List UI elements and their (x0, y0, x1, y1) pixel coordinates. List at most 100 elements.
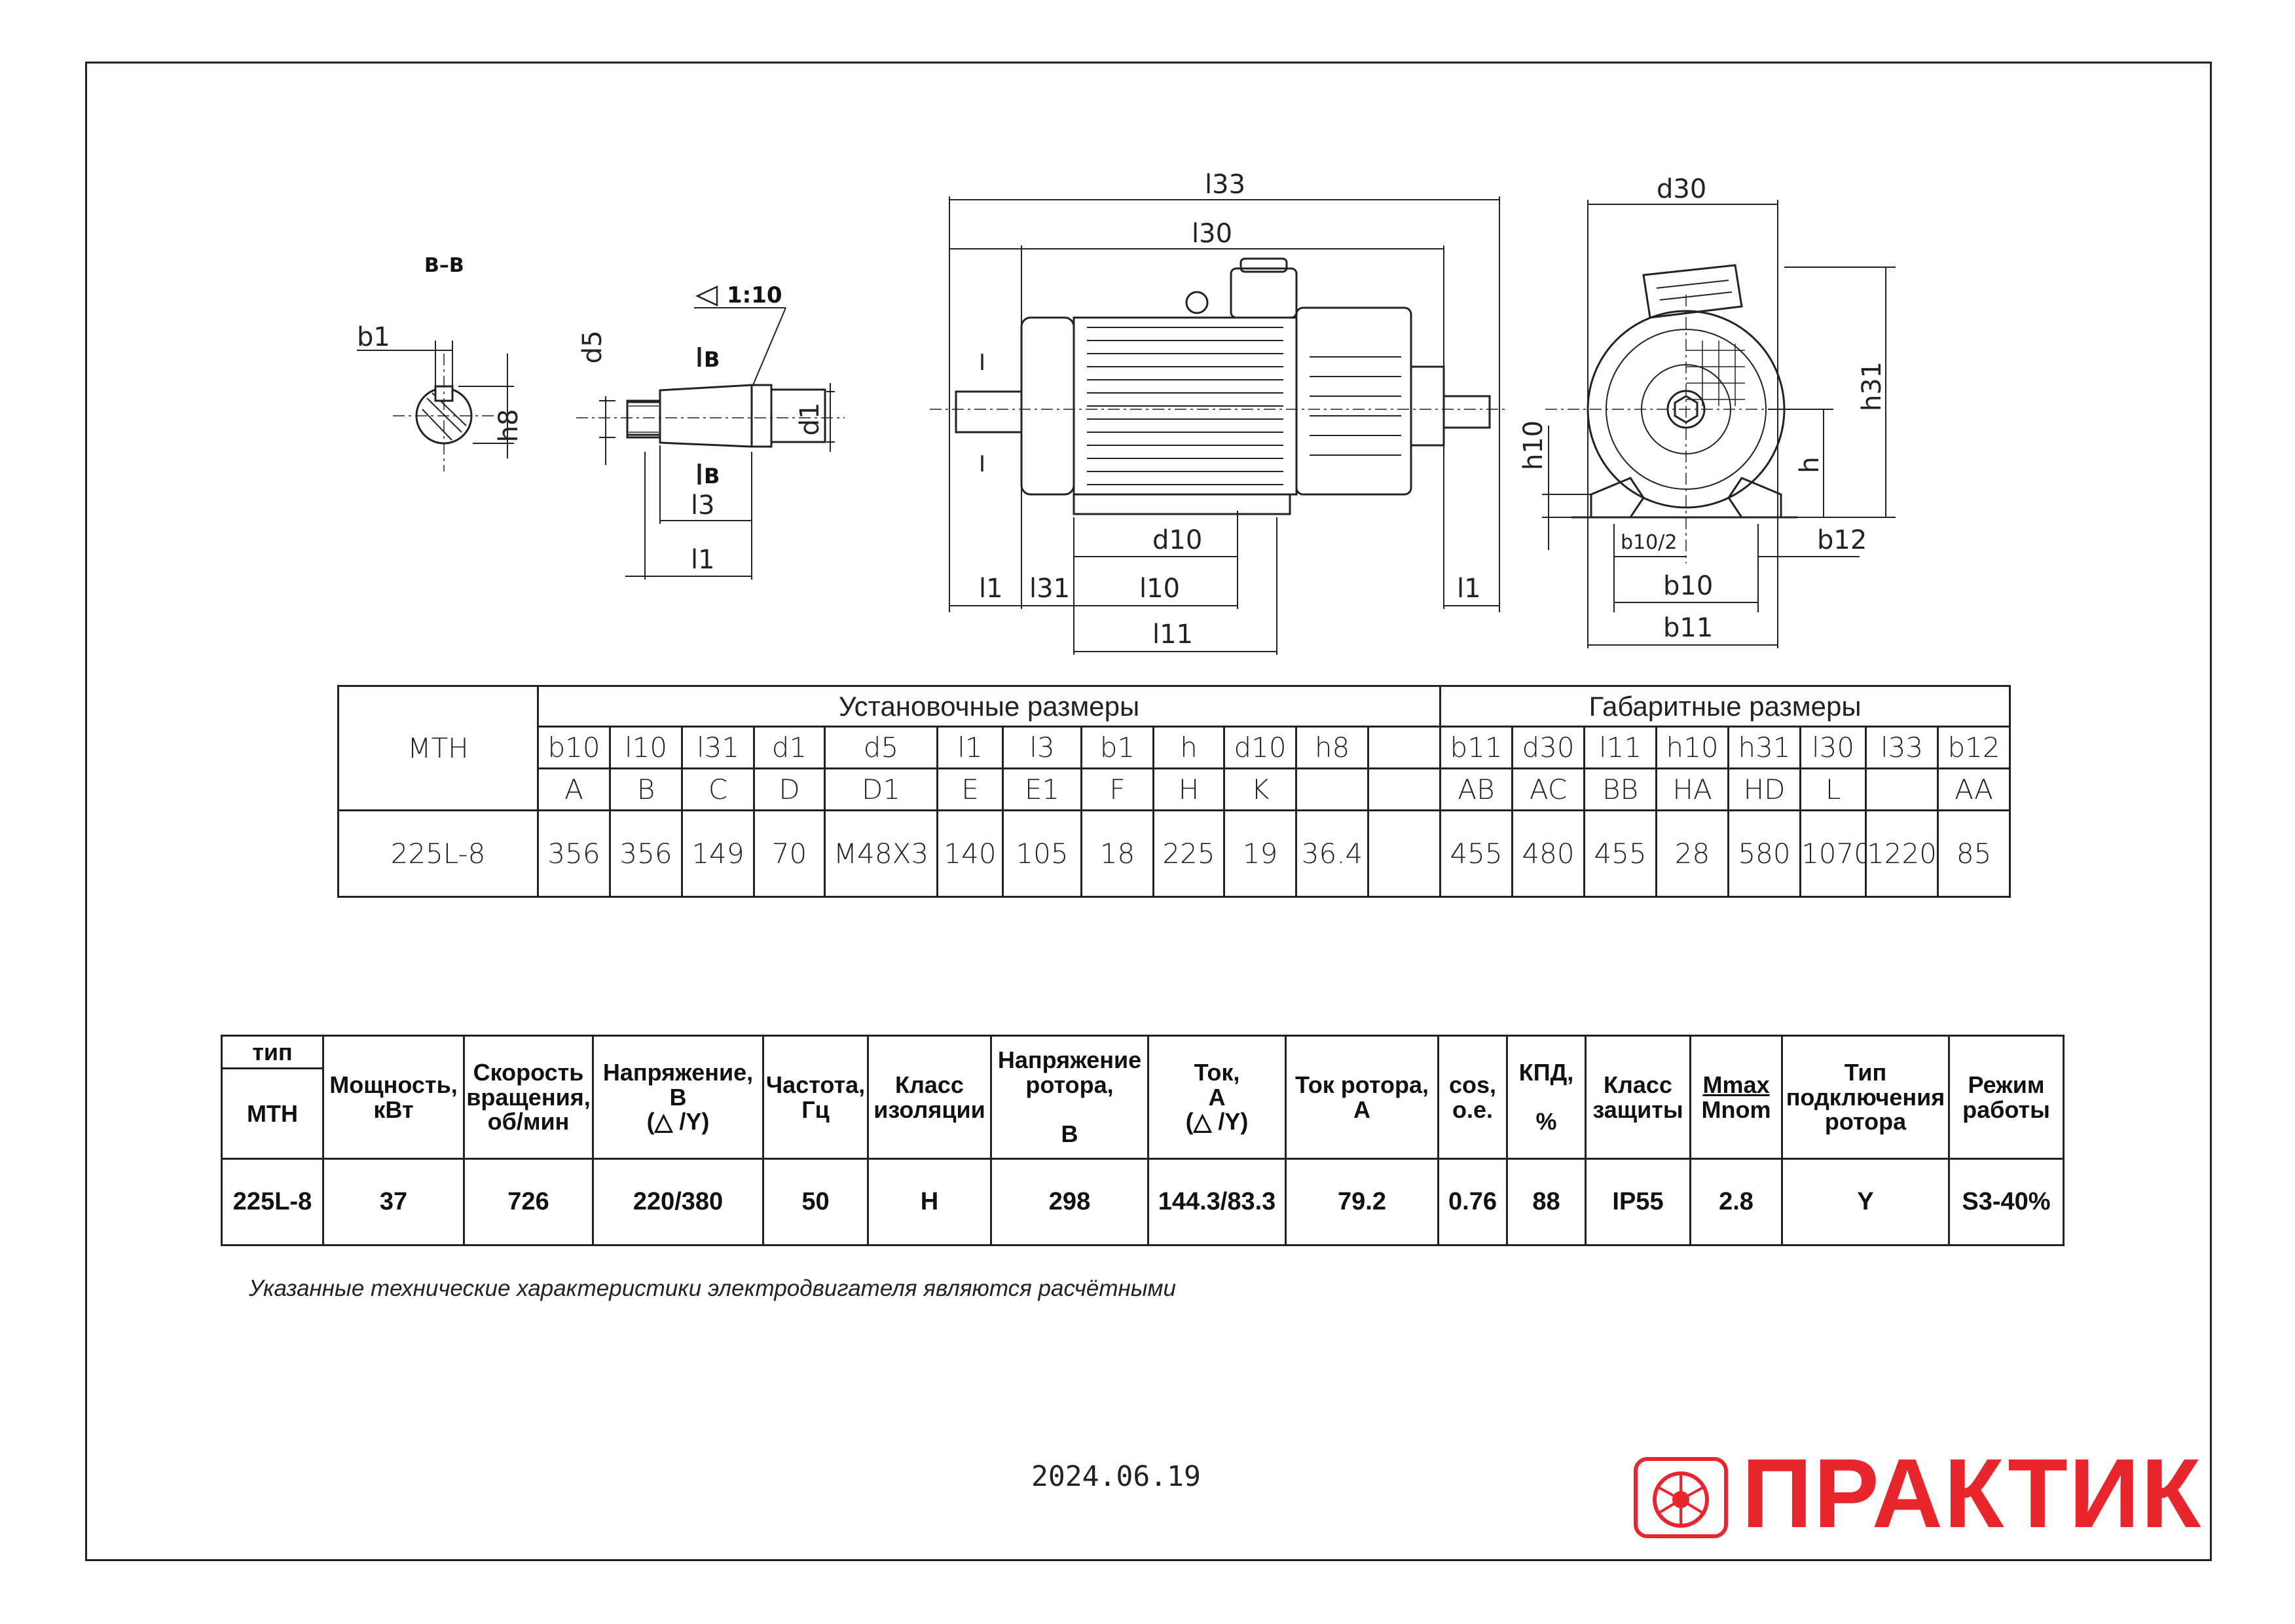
spec-model: 225L-8 (221, 1158, 324, 1246)
value-cell: 85 (1937, 809, 2011, 898)
motor-drawing: B–B b1 h8 d5 B B 1:10 (357, 170, 1896, 655)
value-cell: 18 (1080, 809, 1154, 898)
dim-l3-label: l3 (691, 490, 715, 521)
view-mark-bottom: I (979, 451, 985, 477)
dim-d1-label: d1 (795, 403, 825, 436)
type-label: тип (221, 1035, 324, 1069)
value-cell: 105 (1002, 809, 1082, 898)
iec-cell (1367, 767, 1442, 811)
header-frequency: Частота,Гц (762, 1035, 869, 1160)
iec-cell: HA (1655, 767, 1730, 811)
value-cell: M48X3 (824, 809, 938, 898)
dim-l10-label: l10 (1139, 574, 1180, 604)
brand-logo-icon (1634, 1457, 1728, 1538)
iec-cell: A (537, 767, 611, 811)
value-cell: 455 (1439, 809, 1514, 898)
shaft-detail: d5 B B 1:10 d1 l3 l1 (576, 282, 845, 580)
code-cell: b11 (1439, 726, 1514, 769)
header-cos: cos,о.е. (1437, 1035, 1508, 1160)
dimensions-table: МТН Установочные размеры Габаритные разм… (337, 685, 2011, 898)
dim-l33-label: l33 (1205, 170, 1245, 200)
group-mounting: Установочные размеры (536, 685, 1442, 728)
iec-cell: C (681, 767, 755, 811)
value-cell: 28 (1655, 809, 1730, 898)
header-rotor-current: Ток ротора,А (1285, 1035, 1439, 1160)
dim-l1-left-label: l1 (979, 574, 1003, 604)
side-view: l33 l30 I I (930, 170, 1506, 655)
value-cell: 455 (1583, 809, 1658, 898)
iec-cell: E1 (1002, 767, 1082, 811)
dim-h31-label: h31 (1857, 361, 1887, 411)
code-cell: l33 (1865, 726, 1939, 769)
section-mark-bottom: B (704, 464, 720, 489)
spec-rotor-voltage: 298 (990, 1158, 1149, 1246)
dim-l11-label: l11 (1152, 619, 1193, 650)
value-cell: 36.4 (1295, 809, 1369, 898)
code-cell: l30 (1799, 726, 1867, 769)
spec-rotor-current: 79.2 (1285, 1158, 1439, 1246)
model-header: МТН (337, 685, 539, 811)
code-cell: l11 (1583, 726, 1658, 769)
code-cell: l1 (936, 726, 1004, 769)
iec-cell: E (936, 767, 1004, 811)
iec-cell: F (1080, 767, 1154, 811)
iec-cell (1295, 767, 1369, 811)
code-cell: d1 (753, 726, 826, 769)
spec-efficiency: 88 (1506, 1158, 1587, 1246)
spec-current: 144.3/83.3 (1147, 1158, 1287, 1246)
code-cell: l10 (609, 726, 683, 769)
section-bb: B–B b1 h8 (357, 254, 524, 471)
code-cell: l31 (681, 726, 755, 769)
code-cell: h (1152, 726, 1225, 769)
spec-cos: 0.76 (1437, 1158, 1508, 1246)
iec-cell: L (1799, 767, 1867, 811)
iec-cell: AA (1937, 767, 2011, 811)
iec-cell (1865, 767, 1939, 811)
dim-h8-label: h8 (494, 409, 524, 443)
value-cell: 356 (609, 809, 683, 898)
iec-cell: D (753, 767, 826, 811)
dim-b1-label: b1 (357, 322, 390, 352)
spec-mode: S3-40% (1948, 1158, 2065, 1246)
dim-b10-label: b10 (1663, 571, 1713, 601)
code-cell: b12 (1937, 726, 2011, 769)
dim-h-label: h (1795, 456, 1825, 473)
dim-b11-label: b11 (1663, 613, 1713, 643)
type-value: МТН (221, 1067, 324, 1160)
dim-d30-label: d30 (1657, 174, 1706, 204)
dim-d10-label: d10 (1152, 525, 1202, 555)
model-cell: 225L-8 (337, 809, 539, 898)
dim-b10-half-label: b10/2 (1621, 531, 1677, 554)
spec-torque-ratio: 2.8 (1689, 1158, 1783, 1246)
front-view: d30 h31 h h10 b1 (1518, 174, 1896, 648)
code-cell: b10 (537, 726, 611, 769)
spec-protection: IP55 (1585, 1158, 1691, 1246)
document-date: 2024.06.19 (1031, 1460, 1201, 1493)
iec-cell: K (1223, 767, 1297, 811)
spec-power: 37 (322, 1158, 465, 1246)
spec-frequency: 50 (762, 1158, 869, 1246)
dim-l1-label: l1 (691, 545, 715, 575)
value-cell: 580 (1727, 809, 1802, 898)
iec-cell: HD (1727, 767, 1802, 811)
iec-cell: BB (1583, 767, 1658, 811)
brand-name: ПРАКТИК (1742, 1438, 2203, 1548)
dim-h10-label: h10 (1518, 420, 1549, 470)
dim-l31-label: l31 (1029, 574, 1070, 604)
value-cell: 149 (681, 809, 755, 898)
section-label: B–B (424, 254, 464, 277)
value-cell: 19 (1223, 809, 1297, 898)
dim-l1-right-label: l1 (1457, 574, 1481, 604)
code-cell: l3 (1002, 726, 1082, 769)
code-cell: h31 (1727, 726, 1802, 769)
code-cell: d30 (1511, 726, 1586, 769)
view-mark-top: I (979, 350, 985, 376)
iec-cell: D1 (824, 767, 938, 811)
header-power: Мощность,кВт (322, 1035, 465, 1160)
